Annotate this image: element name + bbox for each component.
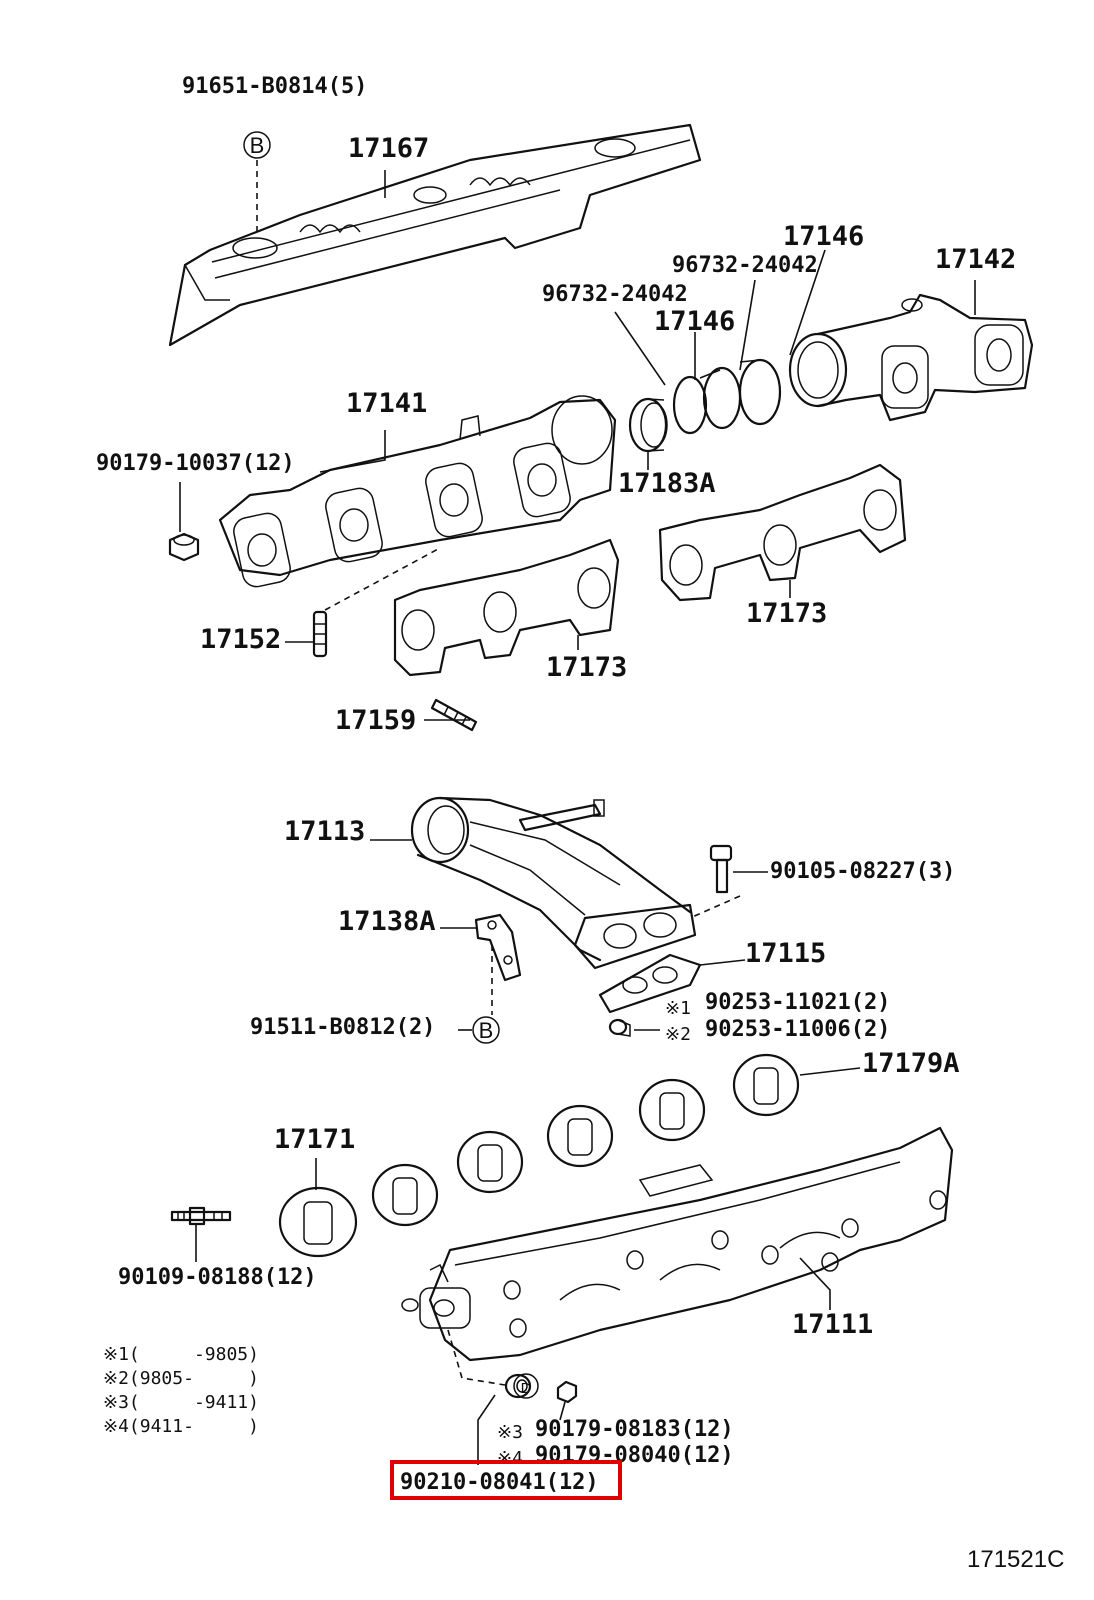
heat-insulator-cover-17167 <box>168 123 702 347</box>
gasket-17173-center <box>393 538 620 677</box>
gasket-17115 <box>598 953 702 1014</box>
stud-90109 <box>170 1206 232 1226</box>
intake-pipe-17113 <box>410 796 697 970</box>
ref-circle-d <box>513 1373 539 1399</box>
note-line-3: ※3( -9411) <box>103 1392 259 1413</box>
stud-17152 <box>312 610 328 658</box>
label-90253-11006: 90253-11006(2) <box>705 1017 890 1042</box>
gasket-17179a <box>732 1053 800 1117</box>
reference-code: 171521C <box>967 1546 1064 1573</box>
label-17113: 17113 <box>284 816 365 847</box>
note-line-4: ※4(9411- ) <box>103 1416 259 1437</box>
label-17173-center: 17173 <box>546 652 627 683</box>
label-17152: 17152 <box>200 624 281 655</box>
label-17141: 17141 <box>346 388 427 419</box>
clamp-rings-17146 <box>672 358 782 435</box>
label-17183a: 17183A <box>618 468 716 499</box>
label-90179-10037: 90179-10037(12) <box>96 451 295 476</box>
label-17173-right: 17173 <box>746 598 827 629</box>
label-17171: 17171 <box>274 1124 355 1155</box>
bracket-17138a <box>474 913 522 982</box>
label-17179a: 17179A <box>862 1048 960 1079</box>
label-17111: 17111 <box>792 1309 873 1340</box>
washer-90210 <box>504 1373 532 1399</box>
label-90109-08188: 90109-08188(12) <box>118 1265 317 1290</box>
label-90179-08040: 90179-08040(12) <box>535 1443 734 1468</box>
ring-17183a <box>628 397 668 453</box>
label-90105-08227: 90105-08227(3) <box>770 859 955 884</box>
stud-17159 <box>430 698 478 732</box>
nut-90179-10037 <box>168 532 200 562</box>
label-90210-08041: 90210-08041(12) <box>400 1470 599 1495</box>
label-91651-b0814: 91651-B0814(5) <box>182 74 367 99</box>
ref-circle-b-mid: B <box>472 1016 500 1044</box>
note-mark-4: ※4 <box>497 1448 523 1469</box>
label-90253-11021: 90253-11021(2) <box>705 990 890 1015</box>
ref-b-top-label: B <box>250 133 265 158</box>
ref-circle-b-top: B <box>243 131 271 159</box>
note-line-1: ※1( -9805) <box>103 1344 259 1365</box>
gasket-17171 <box>278 1186 358 1258</box>
nut-90253 <box>608 1018 631 1037</box>
gasket-row-17179a <box>371 1078 706 1227</box>
ref-d-label: D <box>521 1380 532 1397</box>
gasket-17173-right <box>658 463 907 602</box>
label-91511-b0812: 91511-B0812(2) <box>250 1015 435 1040</box>
ref-b-mid-label: B <box>479 1018 494 1043</box>
label-17167: 17167 <box>348 133 429 164</box>
label-96732-lower: 96732-24042 <box>542 282 688 307</box>
note-line-2: ※2(9805- ) <box>103 1368 259 1389</box>
label-17159: 17159 <box>335 705 416 736</box>
label-17115: 17115 <box>745 938 826 969</box>
note-mark-1: ※1 <box>665 998 691 1019</box>
nut-90179-08183 <box>556 1380 578 1404</box>
note-mark-2: ※2 <box>665 1024 691 1045</box>
label-90179-08183: 90179-08183(12) <box>535 1417 734 1442</box>
label-17142: 17142 <box>935 244 1016 275</box>
highlight-box-90210 <box>390 1460 622 1500</box>
exhaust-pipe-17142 <box>788 293 1034 422</box>
label-17146-upper: 17146 <box>783 221 864 252</box>
bolt-90105 <box>709 844 733 894</box>
note-mark-3: ※3 <box>497 1422 523 1443</box>
label-17146-lower: 17146 <box>654 306 735 337</box>
label-96732-upper: 96732-24042 <box>672 253 818 278</box>
exhaust-manifold-17141 <box>218 395 617 588</box>
exhaust-manifold-17111 <box>401 1126 954 1362</box>
label-17138a: 17138A <box>338 906 436 937</box>
